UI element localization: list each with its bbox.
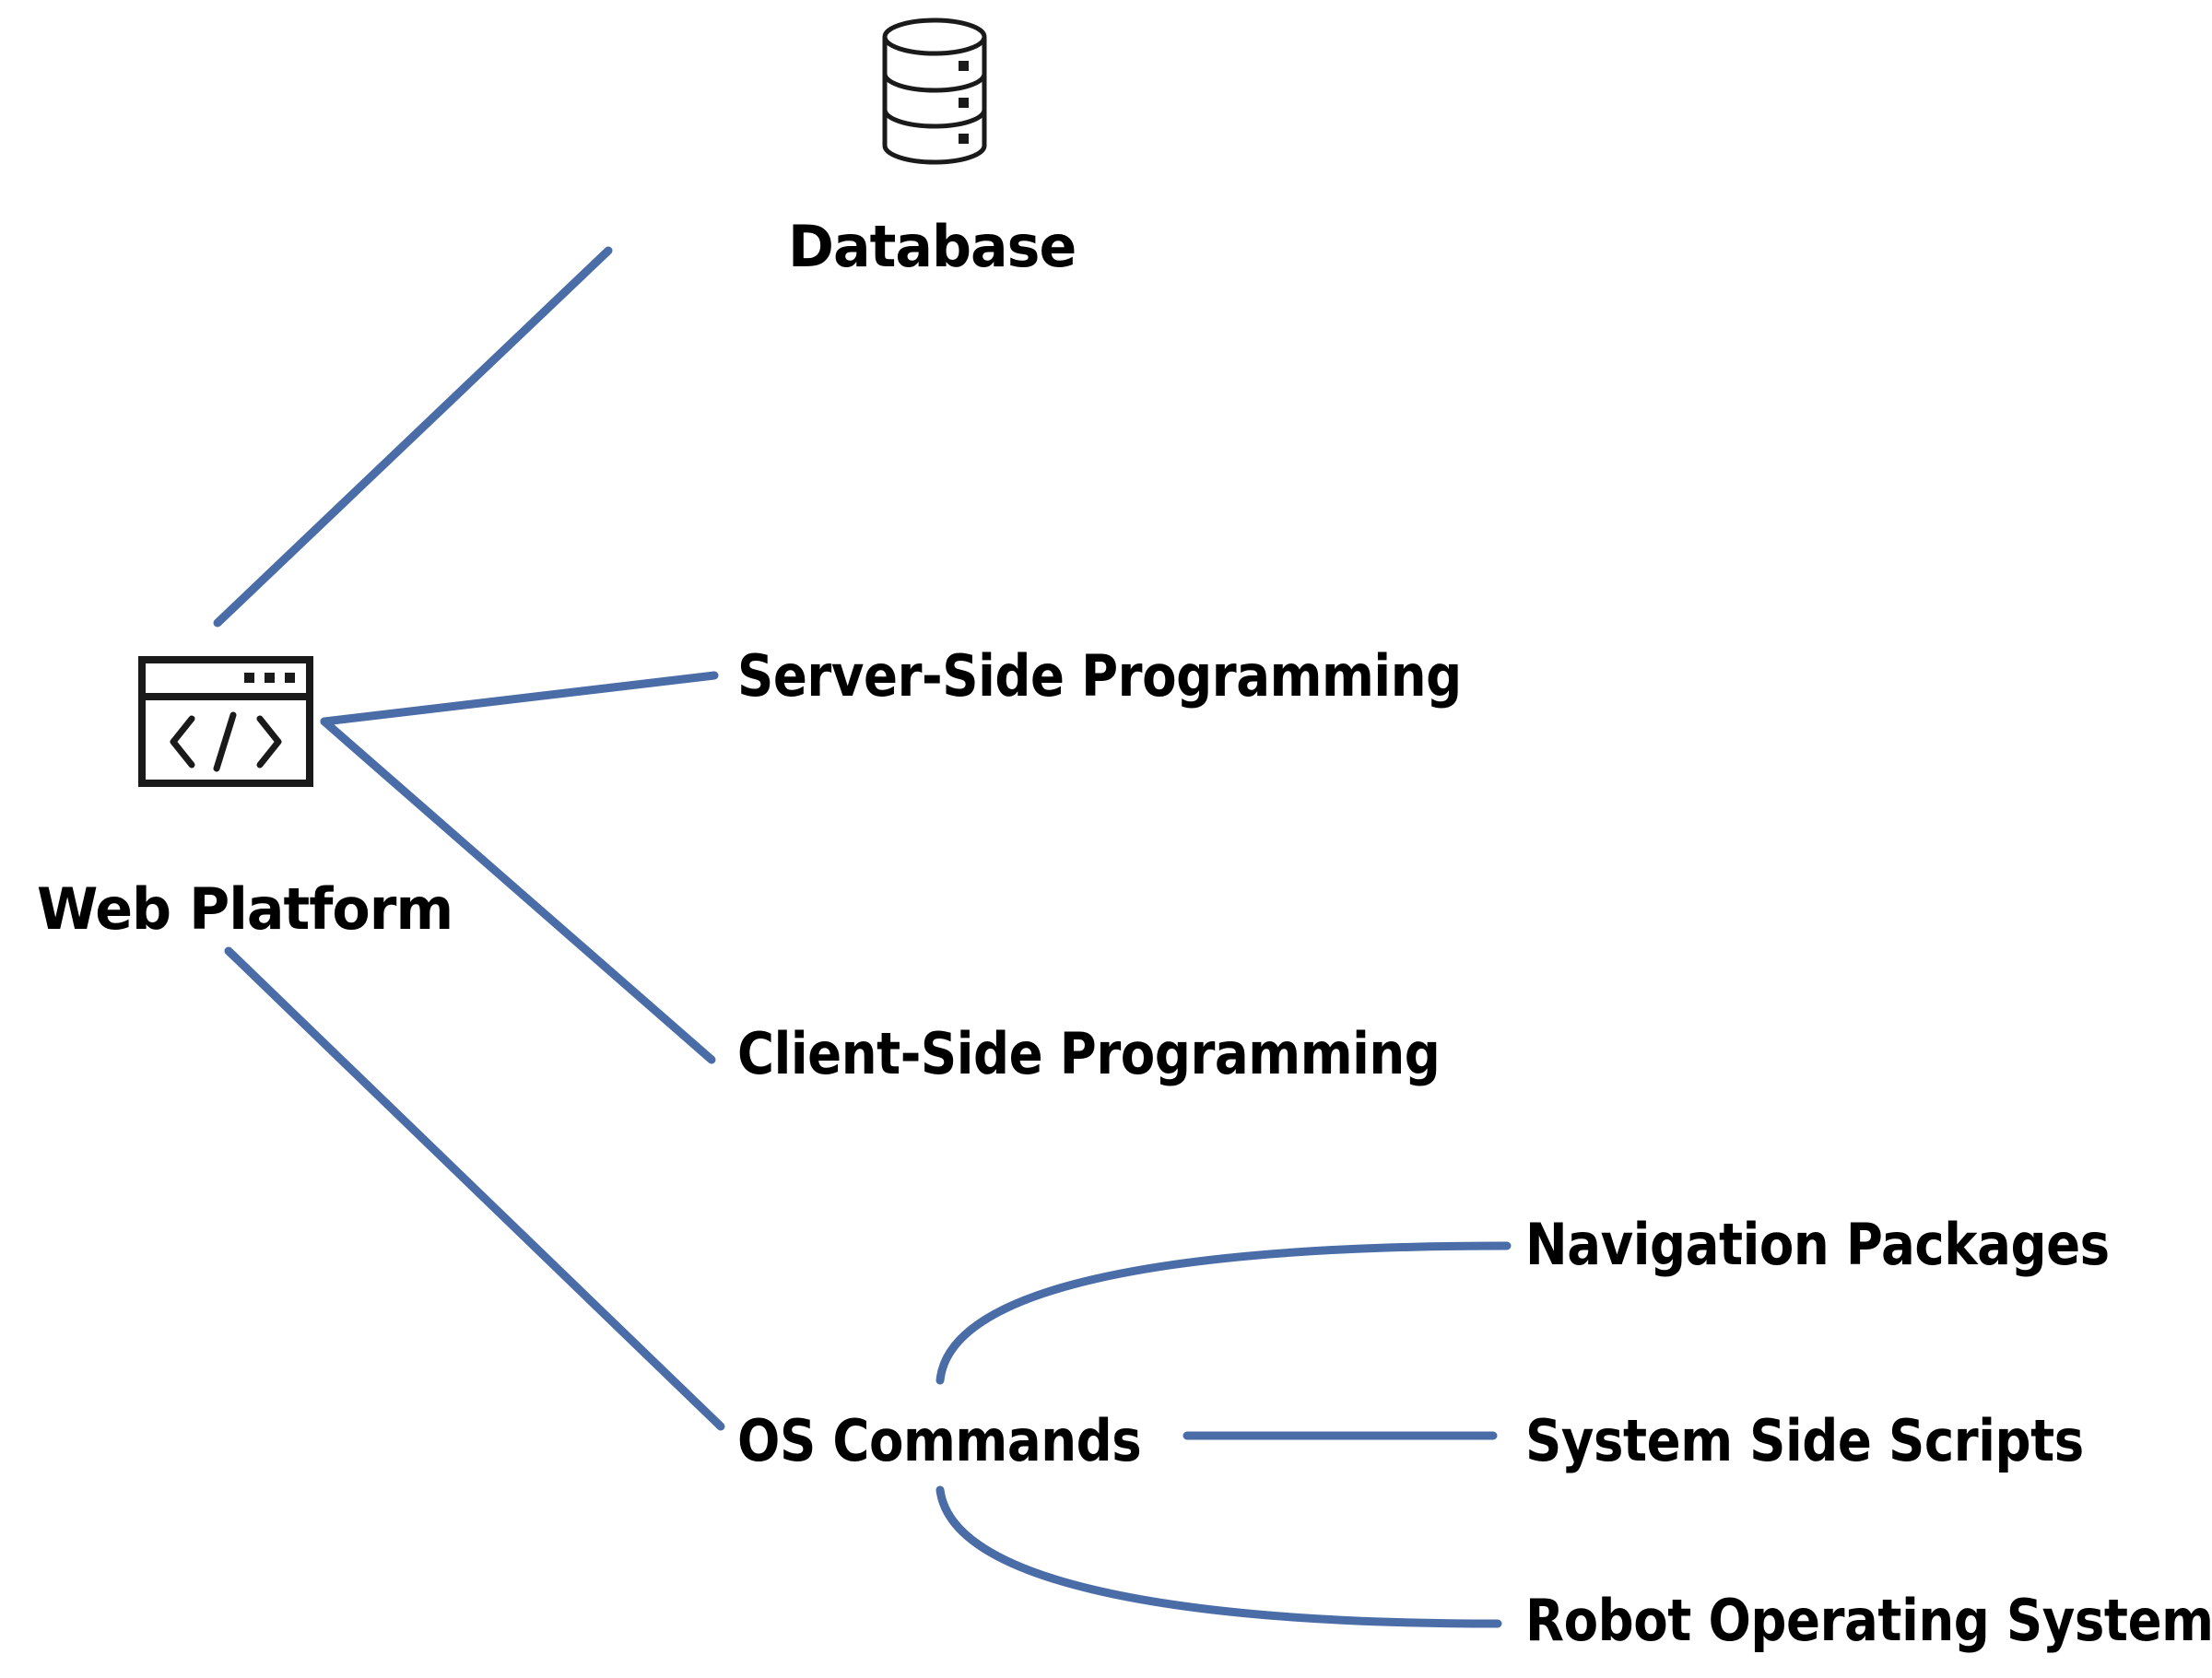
window-dots-icon — [244, 673, 295, 683]
node-label-navigation-packages[interactable]: Navigation Packages — [1525, 1211, 2110, 1278]
code-angle-icon — [170, 711, 282, 772]
edge-os-commands-to-robot-operating-system — [935, 1485, 1502, 1628]
database-cylinder-icon — [877, 13, 992, 170]
node-label-system-side-scripts[interactable]: System Side Scripts — [1525, 1407, 2084, 1474]
edge-os-commands-to-navigation-packages — [935, 1241, 1512, 1385]
node-label-client-side-programming[interactable]: Client-Side Programming — [737, 1020, 1441, 1087]
browser-code-icon — [138, 656, 313, 787]
node-label-robot-operating-system[interactable]: Robot Operating System — [1525, 1587, 2212, 1654]
node-label-database[interactable]: Database — [788, 213, 1077, 280]
edge-web-platform-to-server-side — [320, 671, 719, 726]
edge-web-platform-to-client-side — [320, 717, 716, 1064]
node-label-os-commands[interactable]: OS Commands — [737, 1407, 1142, 1474]
node-label-web-platform[interactable]: Web Platform — [37, 875, 453, 943]
edge-web-platform-to-database — [213, 246, 613, 628]
edge-web-platform-to-os-commands — [224, 946, 725, 1431]
node-label-server-side-programming[interactable]: Server-Side Programming — [737, 642, 1462, 710]
